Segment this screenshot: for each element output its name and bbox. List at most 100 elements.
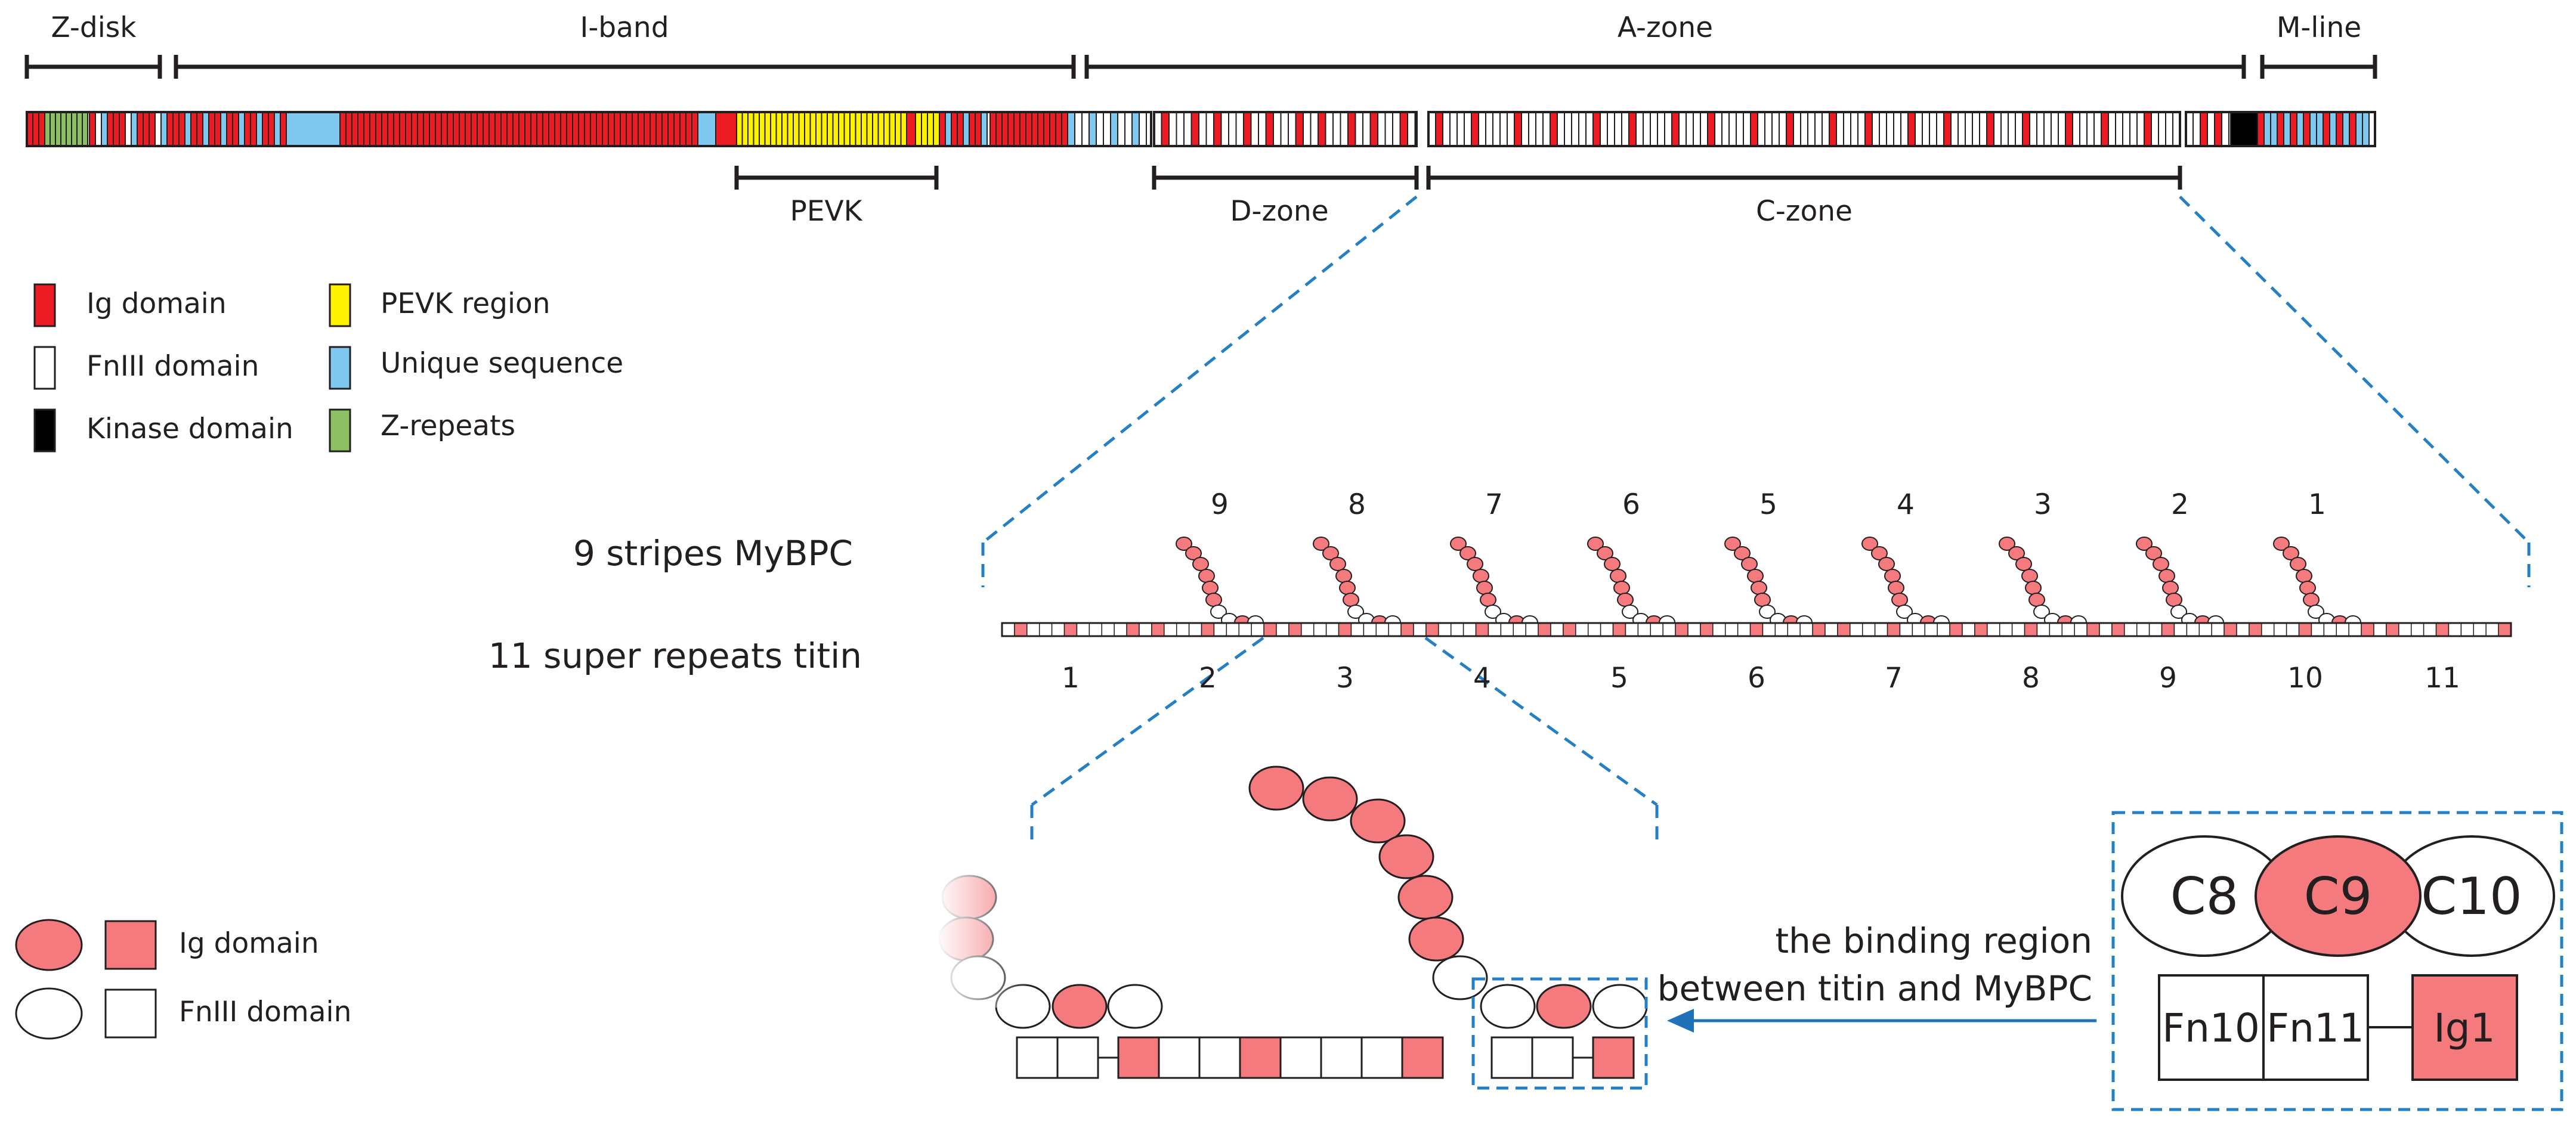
pevk-region xyxy=(895,111,902,147)
super-repeat-domain xyxy=(1400,622,1414,637)
super-repeat-domain xyxy=(2186,622,2200,637)
mybpc-ig-domain xyxy=(2136,537,2153,551)
super-repeat-domain xyxy=(1962,622,1975,637)
fniii-domain xyxy=(2043,111,2052,147)
ig-domain xyxy=(208,111,215,147)
pevk-region-swatch xyxy=(329,283,351,327)
fniii-domain xyxy=(1235,111,1244,147)
fniii-domain xyxy=(1614,111,1622,147)
mybpc-ig-domain xyxy=(1476,581,1493,595)
ig-domain xyxy=(488,111,496,147)
ig-domain xyxy=(963,111,970,147)
fniii-domain xyxy=(1843,111,1851,147)
repeat-number: 9 xyxy=(2159,662,2177,695)
stripe-number: 3 xyxy=(2034,488,2052,521)
super-repeat-domain xyxy=(2298,622,2312,637)
mybpc-ig-domain xyxy=(1339,581,1356,595)
pevk-region xyxy=(889,111,896,147)
stripe-number: 5 xyxy=(1759,488,1777,521)
fniii-domain xyxy=(1822,111,1830,147)
c-zone-strip-outline xyxy=(1427,111,2181,147)
fniii-domain xyxy=(1628,111,1637,147)
d-zone-label: D-zone xyxy=(1230,195,1328,228)
fniii-domain xyxy=(1879,111,1887,147)
fniii-domain xyxy=(1850,111,1858,147)
super-repeat-domain xyxy=(2323,622,2337,637)
pevk-region xyxy=(883,111,890,147)
super-repeat-domain xyxy=(2348,622,2362,637)
ig-domain xyxy=(691,111,698,147)
super-repeat-domain xyxy=(1088,622,1103,637)
fniii-domain xyxy=(2144,111,2152,147)
fniii-domain xyxy=(1979,111,1987,147)
super-repeat-domain xyxy=(1238,622,1252,637)
fniii-domain xyxy=(2192,111,2201,147)
pevk-region xyxy=(736,111,743,147)
ig-domain xyxy=(387,111,394,147)
ig-domain xyxy=(2309,111,2317,147)
super-repeat-domain xyxy=(1662,622,1676,637)
fniii-domain xyxy=(1750,111,1758,147)
fniii-domain xyxy=(1176,111,1185,147)
z-repeat xyxy=(76,111,83,147)
mybpc-ig-domain xyxy=(2273,537,2290,551)
super-repeat-domain xyxy=(2498,622,2512,637)
fniii-domain xyxy=(1228,111,1237,147)
super-repeat-domain xyxy=(2311,622,2325,637)
super-repeat-domain xyxy=(1637,622,1652,637)
ig-domain xyxy=(906,111,916,147)
pevk-region xyxy=(770,111,777,147)
fniii-domain xyxy=(2207,111,2215,147)
titin-super-repeats-label: 11 super repeats titin xyxy=(488,636,862,676)
pevk-region xyxy=(747,111,754,147)
z-repeat xyxy=(55,111,61,147)
fniii-domain xyxy=(1557,111,1565,147)
ig-domain xyxy=(2349,111,2357,147)
ig1-label: Ig1 xyxy=(2433,1005,2495,1051)
fniii-domain xyxy=(2008,111,2016,147)
fniii-domain xyxy=(1635,111,1644,147)
fniii-domain xyxy=(1464,111,1472,147)
pevk-region xyxy=(872,111,879,147)
ig-domain xyxy=(351,111,358,147)
super-repeat-domain xyxy=(1263,622,1277,637)
fniii-domain xyxy=(1528,111,1536,147)
mybpc-ig-domain xyxy=(1617,593,1634,607)
ig-domain xyxy=(411,111,418,147)
fniii-domain xyxy=(1793,111,1801,147)
super-repeat-domain xyxy=(2261,622,2275,637)
super-repeat-domain xyxy=(1001,622,1015,637)
fniii-domain xyxy=(2136,111,2145,147)
super-repeat-domain xyxy=(1550,622,1564,637)
super-repeat-domain xyxy=(2373,622,2387,637)
fniii-domain xyxy=(1124,111,1133,147)
super-repeat-domain xyxy=(1176,622,1190,637)
ig-domain xyxy=(939,111,946,147)
z-repeat xyxy=(66,111,72,147)
ig-domain xyxy=(566,111,573,147)
fniii-domain xyxy=(1700,111,1708,147)
super-repeat-domain xyxy=(1587,622,1601,637)
fniii-domain xyxy=(2065,111,2073,147)
ig-domain xyxy=(405,111,412,147)
super-repeat-domain xyxy=(2448,622,2462,637)
super-repeat-domain xyxy=(1824,622,1838,637)
ig-domain xyxy=(638,111,645,147)
super-repeat-domain xyxy=(2273,622,2287,637)
ig-domain xyxy=(1025,111,1032,147)
a-zone-label: A-zone xyxy=(1618,11,1713,44)
super-repeat-domain xyxy=(1850,622,1863,637)
ig-domain xyxy=(2263,111,2271,147)
fniii-domain xyxy=(1764,111,1773,147)
mybpc-ig-domain xyxy=(2153,557,2169,571)
pevk-region-legend-label: PEVK region xyxy=(381,287,551,320)
fniii-domain xyxy=(1986,111,1994,147)
repeat-number: 8 xyxy=(2022,662,2040,695)
mybpc-ig-domain xyxy=(1613,581,1630,595)
mybpc-ig-domain xyxy=(1604,557,1621,571)
fniii-domain xyxy=(1310,111,1319,147)
fniii-domain xyxy=(1535,111,1544,147)
mybpc-ig-domain xyxy=(1878,557,1895,571)
fniii-domain xyxy=(1355,111,1363,147)
